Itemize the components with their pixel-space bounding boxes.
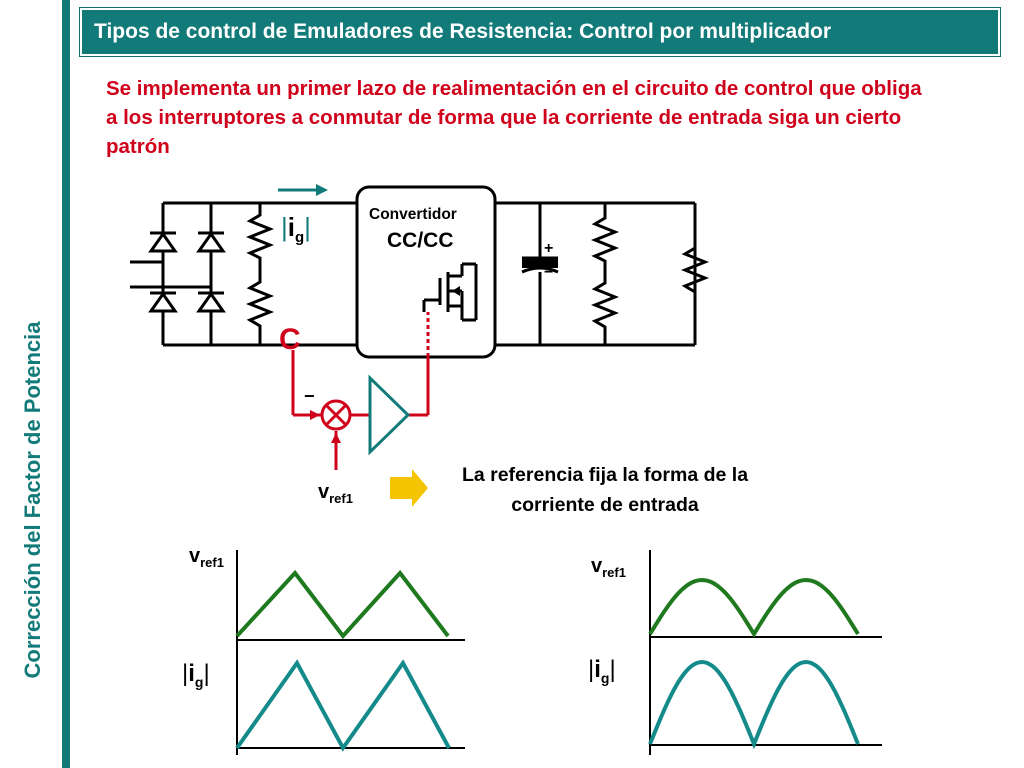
current-label-main: i [287, 212, 295, 242]
capacitor-plus: + [544, 240, 554, 257]
capacitor-minus: − [544, 264, 554, 281]
vref-label: vref1 [318, 481, 353, 506]
right-bottom-bar-left: | [588, 656, 595, 683]
current-label-sub: g [295, 229, 305, 247]
bus-wires [211, 201, 697, 347]
left-top-label: vref1 [189, 545, 224, 570]
converter-label-2: CC/CC [387, 229, 454, 252]
left-top-label-sub: ref1 [200, 555, 224, 570]
left-bottom-label-sub: g [194, 673, 204, 690]
diode-bridge [130, 201, 224, 347]
control-loop [291, 312, 430, 470]
multiplier-minus-sign: − [304, 386, 315, 406]
sensor-label: C [279, 323, 301, 356]
current-label: |ig| [281, 212, 311, 246]
left-top-label-main: v [189, 545, 201, 567]
right-bottom-label-sub: g [600, 669, 610, 686]
intro-text: Se implementa un primer lazo de realimen… [106, 77, 922, 158]
left-bottom-bar-right: | [203, 660, 210, 687]
mosfet-symbol [422, 262, 478, 322]
vref-label-sub: ref1 [329, 491, 353, 506]
amplifier-symbol [368, 374, 411, 456]
right-bottom-label: |ig| [588, 656, 616, 686]
current-arrow-head [316, 184, 328, 196]
left-bottom-bar-left: | [182, 660, 189, 687]
right-ig-wave [648, 659, 860, 750]
current-label-bar-right: | [304, 212, 311, 242]
input-resistors [245, 203, 275, 345]
current-label-bar-left: | [281, 212, 288, 242]
waveform-axes [236, 550, 882, 755]
sidebar-divider [62, 0, 70, 768]
vref-label-main: v [318, 481, 330, 503]
reference-note: La referencia fija la forma de la corrie… [461, 464, 749, 516]
left-bottom-label-main: i [188, 660, 195, 687]
mosfet-arrow [452, 286, 460, 296]
right-bottom-label-main: i [594, 656, 601, 683]
vref-arrow [331, 433, 341, 443]
diode-symbols [148, 231, 226, 313]
left-bottom-label: |ig| [182, 660, 210, 690]
right-top-label-main: v [591, 555, 603, 577]
title-bar: Tipos de control de Emuladores de Resist… [79, 7, 1001, 57]
right-top-label-sub: ref1 [602, 565, 626, 580]
converter-label-1: Convertidor [369, 206, 457, 223]
output-resistors [590, 203, 710, 345]
slide-title: Tipos de control de Emuladores de Resist… [94, 20, 832, 43]
right-top-label: vref1 [591, 555, 626, 580]
left-ig-wave [235, 659, 451, 752]
yellow-arrow [390, 469, 428, 507]
capacitor-plate [522, 258, 558, 268]
loop-arrow-into-mult [310, 410, 320, 420]
right-bottom-bar-right: | [609, 656, 616, 683]
left-vref-wave [235, 569, 450, 640]
right-vref-wave [648, 577, 860, 638]
